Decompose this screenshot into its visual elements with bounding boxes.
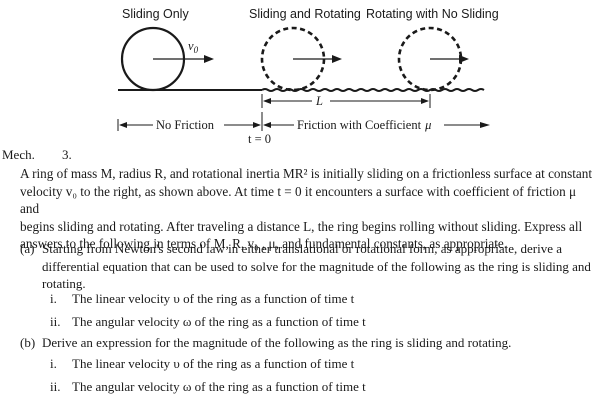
distance-arrowhead-left: [263, 98, 271, 104]
part-label: (b): [20, 335, 36, 350]
problem-figure: Sliding Only Sliding and Rotating Rotati…: [117, 7, 499, 146]
friction-arrowhead-left: [263, 122, 271, 128]
item-numeral: i.: [50, 291, 57, 306]
part-text: rotating.: [42, 276, 86, 291]
item-text: The angular velocity ω of the ring as a …: [72, 314, 366, 329]
part-b-item-i: i. The linear velocity υ of the ring as a…: [50, 355, 354, 372]
intro-line: velocity v₀ to the right, as shown above…: [20, 183, 577, 217]
part-b-item-ii: ii. The angular velocity ω of the ring as…: [50, 378, 366, 395]
velocity-arrowhead-3: [459, 55, 469, 63]
part-text: Starting from Newton's second law in eit…: [42, 241, 563, 256]
no-friction-arrowhead-right: [253, 122, 261, 128]
item-text: The linear velocity υ of the ring as a f…: [72, 291, 355, 306]
problem-number: 3.: [62, 147, 72, 162]
part-a-item-ii: ii. The angular velocity ω of the ring as…: [50, 313, 366, 330]
item-numeral: ii.: [50, 314, 61, 329]
velocity-label: v0: [188, 39, 199, 55]
part-a-item-i: i. The linear velocity υ of the ring as a…: [50, 290, 354, 307]
friction-arrowhead-right: [480, 122, 490, 128]
distance-arrowhead-right: [421, 98, 429, 104]
no-friction-arrowhead-left: [119, 122, 127, 128]
intro-line: answers to the following in terms of M, …: [20, 236, 508, 251]
part-b: (b) Derive an expression for the magnitud…: [20, 334, 596, 352]
problem-intro: A ring of mass M, radius R, and rotation…: [20, 165, 598, 253]
heading-sliding-rotating: Sliding and Rotating: [249, 7, 361, 21]
part-label: (a): [20, 241, 35, 256]
time-label: t = 0: [248, 132, 271, 146]
velocity-arrowhead-2: [332, 55, 342, 63]
heading-sliding-only: Sliding Only: [122, 7, 189, 21]
part-a: (a) Starting from Newton's second law in …: [20, 240, 596, 293]
problem-label: Mech.: [2, 147, 35, 162]
item-numeral: i.: [50, 356, 57, 371]
intro-line: A ring of mass M, radius R, and rotation…: [20, 166, 593, 181]
item-numeral: ii.: [50, 379, 61, 394]
distance-label: L: [315, 94, 323, 108]
velocity-arrowhead: [204, 55, 214, 63]
part-text: Derive an expression for the magnitude o…: [42, 335, 512, 350]
item-text: The angular velocity ω of the ring as a …: [72, 379, 366, 394]
part-text: differential equation that can be used t…: [42, 258, 591, 274]
heading-rotating-no-sliding: Rotating with No Sliding: [366, 7, 499, 21]
no-friction-label: No Friction: [156, 118, 215, 132]
item-text: The linear velocity υ of the ring as a f…: [72, 356, 355, 371]
intro-line: begins sliding and rotating. After trave…: [20, 218, 583, 234]
